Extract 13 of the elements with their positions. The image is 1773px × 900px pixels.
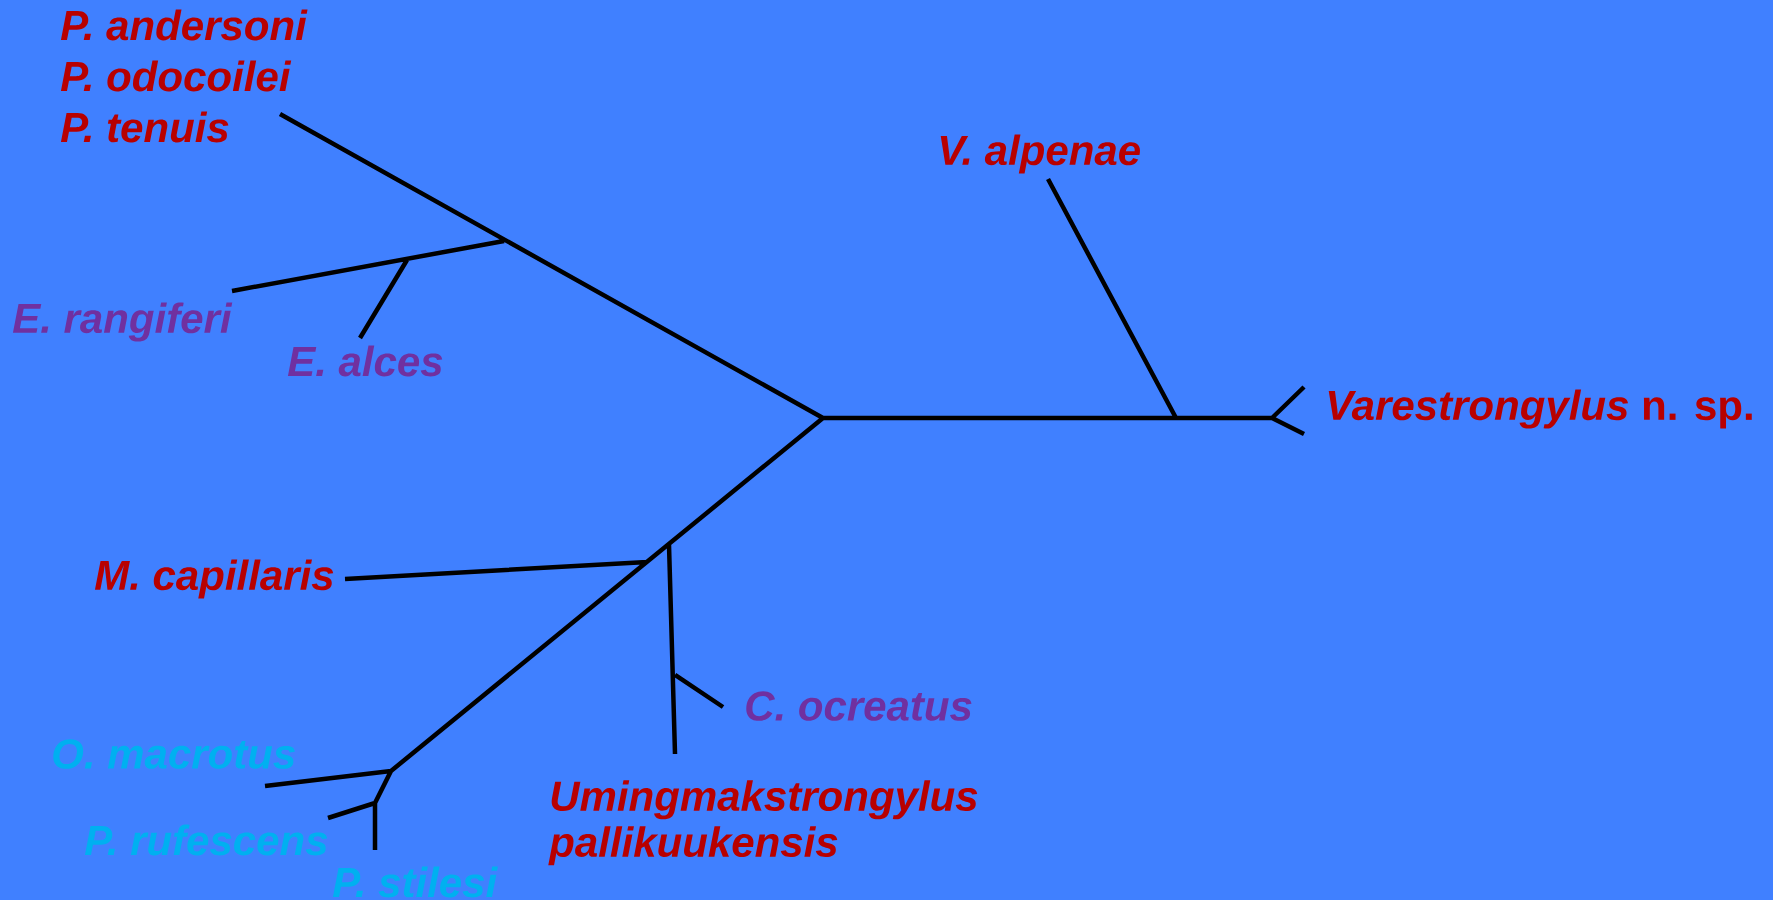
- species-label: C. ocreatus: [746, 691, 972, 721]
- species-label: E. alces: [287, 345, 443, 377]
- species-label: P. odocoilei: [60, 60, 292, 92]
- species-label: P. stilesi: [332, 866, 498, 898]
- species-label: E. rangiferi: [12, 302, 233, 342]
- species-label: V. alpenae: [940, 134, 1140, 174]
- species-label: Umingmakstrongylus pallikuukensis: [548, 780, 978, 866]
- species-label: M. capillaris: [94, 559, 334, 599]
- species-label: Varestrongylus n. sp.: [1328, 389, 1752, 429]
- species-label: O. macrotus: [53, 739, 295, 769]
- species-label: P. andersoni: [60, 9, 308, 41]
- species-label: P. rufescens: [84, 824, 328, 856]
- species-label: P. tenuis: [60, 111, 229, 143]
